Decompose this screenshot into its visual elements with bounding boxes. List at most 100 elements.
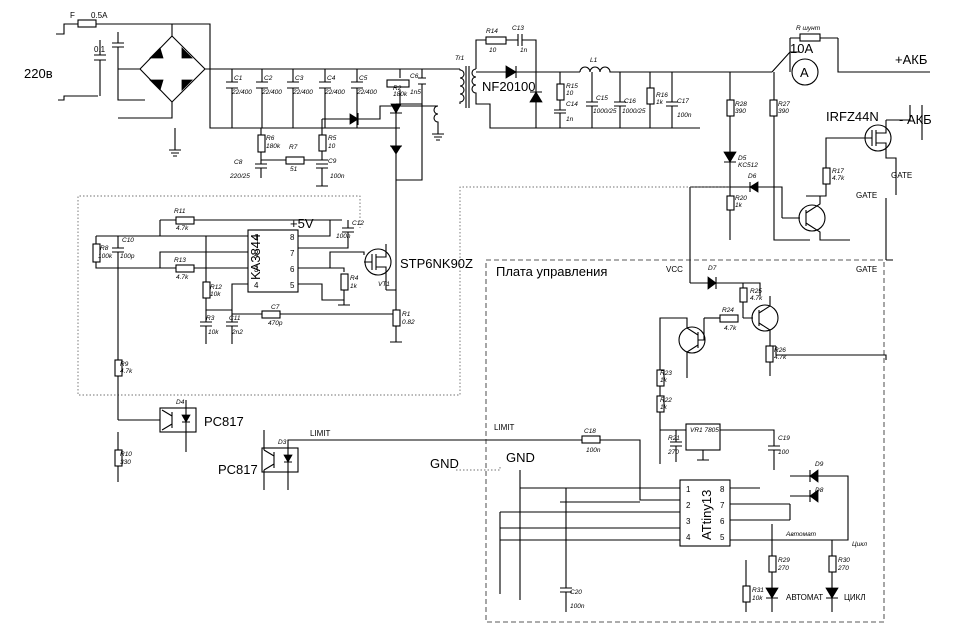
r16-ref: R16: [656, 92, 668, 99]
vcc-label: VCC: [666, 265, 683, 274]
c5-ref: C5: [359, 75, 368, 82]
r30-ref: R30: [838, 557, 850, 564]
r11-value: 4.7k: [176, 225, 189, 232]
r10-value: 330: [120, 459, 131, 466]
c15-ref: C15: [596, 95, 608, 102]
r22-value: 1k: [660, 404, 668, 411]
mains-voltage: 220в: [24, 66, 53, 81]
r5-ref: R5: [328, 135, 337, 142]
led-auto: [765, 587, 779, 599]
aux-diode: [349, 113, 359, 125]
ammeter-symbol: A: [800, 65, 809, 80]
d5-ref: D5: [738, 155, 747, 162]
c9-value: 100n: [330, 173, 345, 180]
r21-ref: C18: [584, 428, 596, 435]
mcu-pin-5: 5: [720, 533, 725, 542]
r17-ref: R17: [832, 168, 844, 175]
protection: R28 390 R27 390 D5 KC512 R20 1k D6: [689, 72, 850, 283]
gnd-label-1: GND: [430, 456, 459, 471]
r8-value: 100k: [98, 253, 113, 260]
r6-ref: R6: [266, 135, 275, 142]
r9-ref: R9: [120, 361, 129, 368]
mcu-pin-6: 6: [720, 517, 725, 526]
led-auto-label: АВТОМАТ: [786, 593, 823, 602]
r29-ref: R29: [778, 557, 790, 564]
c18-ref: C19: [778, 435, 790, 442]
r29-value: 270: [777, 565, 789, 572]
c6-ref: C6: [410, 73, 419, 80]
attiny-label: ATtiny13: [699, 490, 714, 540]
r11-ref: R11: [174, 208, 186, 215]
optocoupler-2: PC817 D3 LIMIT: [218, 429, 600, 490]
pwm-pin-8: 8: [290, 233, 295, 242]
output-meter: R шунт A 10A +АКБ - АКБ: [771, 25, 932, 140]
mcu-pin-3: 3: [686, 517, 691, 526]
led-cycle-label: ЦИКЛ: [844, 593, 866, 602]
c13-value: 1n: [520, 47, 528, 54]
pwm-pin-1: 1: [254, 233, 259, 242]
output-diode-label: NF20100: [482, 79, 535, 94]
c9-ref: C9: [328, 158, 337, 165]
c8-ref: C8: [234, 159, 243, 166]
r14-ref: R14: [486, 28, 498, 35]
c12-value: 100n: [336, 233, 351, 240]
mains-input: F 0.5A 0.1 220в: [24, 11, 211, 101]
r24-ref: R24: [722, 307, 734, 314]
diode-d8: [809, 469, 819, 483]
secondary-output: R14 10 C13 1n NF20100 R15 10 C14 1n L1 C…: [476, 25, 772, 129]
optocoupler-1: PC817 D4 R9 4.7k R10 330: [114, 359, 244, 482]
r28-value: 390: [735, 108, 746, 115]
regulator-label: VR1 7805: [690, 427, 719, 434]
auto-switch-label: Автомат: [785, 531, 817, 538]
c1-value: 22/400: [231, 89, 252, 96]
r23-ref: R23: [660, 370, 672, 377]
mcu-pin-8: 8: [720, 485, 725, 494]
ka3844-chip: [247, 229, 299, 293]
r1-ref: R1: [402, 311, 411, 318]
mains-filter-value: 0.1: [94, 45, 106, 54]
r31-ref: R31: [752, 587, 764, 594]
r4-value: 470p: [268, 320, 283, 327]
d6-ref: D6: [748, 173, 757, 180]
transformer-label: Tr1: [455, 55, 465, 62]
d7-ref: D7: [708, 265, 717, 272]
r1-value: 0.82: [402, 319, 415, 326]
pwm-pin-5: 5: [290, 281, 295, 290]
bridge-diode-2: [181, 47, 193, 59]
r20-value: 1k: [735, 202, 743, 209]
c18-value: 100: [778, 449, 789, 456]
c10-value: 100p: [120, 253, 135, 260]
r26-ref: R26: [774, 347, 786, 354]
c3-ref: C3: [295, 75, 304, 82]
c14-ref: C14: [566, 101, 578, 108]
c6-value: 1n5: [410, 89, 421, 96]
c11-value: 10k: [208, 329, 219, 336]
c20-value: 100n: [570, 603, 585, 610]
r26-value: 4.7k: [774, 354, 787, 361]
r20-ref: R20: [735, 195, 747, 202]
snubber-diode: [390, 103, 402, 114]
r5-value: 10: [328, 143, 336, 150]
battery-plus: +АКБ: [895, 52, 927, 67]
attiny13-chip: [679, 479, 731, 547]
opto1-ref: D4: [176, 399, 185, 406]
inductor-label: L1: [590, 57, 598, 64]
r21-value: 100n: [586, 447, 601, 454]
gnd-label-2: GND: [506, 450, 535, 465]
main-mosfet-label: STP6NK90Z: [400, 256, 473, 271]
c19-ref: R21: [668, 435, 680, 442]
shunt-label: R шунт: [796, 25, 821, 32]
r15-ref: R15: [566, 83, 578, 90]
d8-ref: D8: [815, 487, 824, 494]
r16-value: 1k: [656, 99, 664, 106]
diode-d7: [707, 276, 717, 290]
d5-value: KC512: [738, 162, 758, 169]
bridge-rectifier: [118, 24, 240, 119]
r22-ref: R22: [660, 397, 672, 404]
diode-d6: [749, 181, 759, 193]
pwm-pin-7: 7: [290, 249, 295, 258]
mcu-pin-7: 7: [720, 501, 725, 510]
c15-value: 1000/25: [593, 108, 617, 115]
c16-value: 1000/25: [622, 108, 646, 115]
c13-ref: C13: [512, 25, 524, 32]
